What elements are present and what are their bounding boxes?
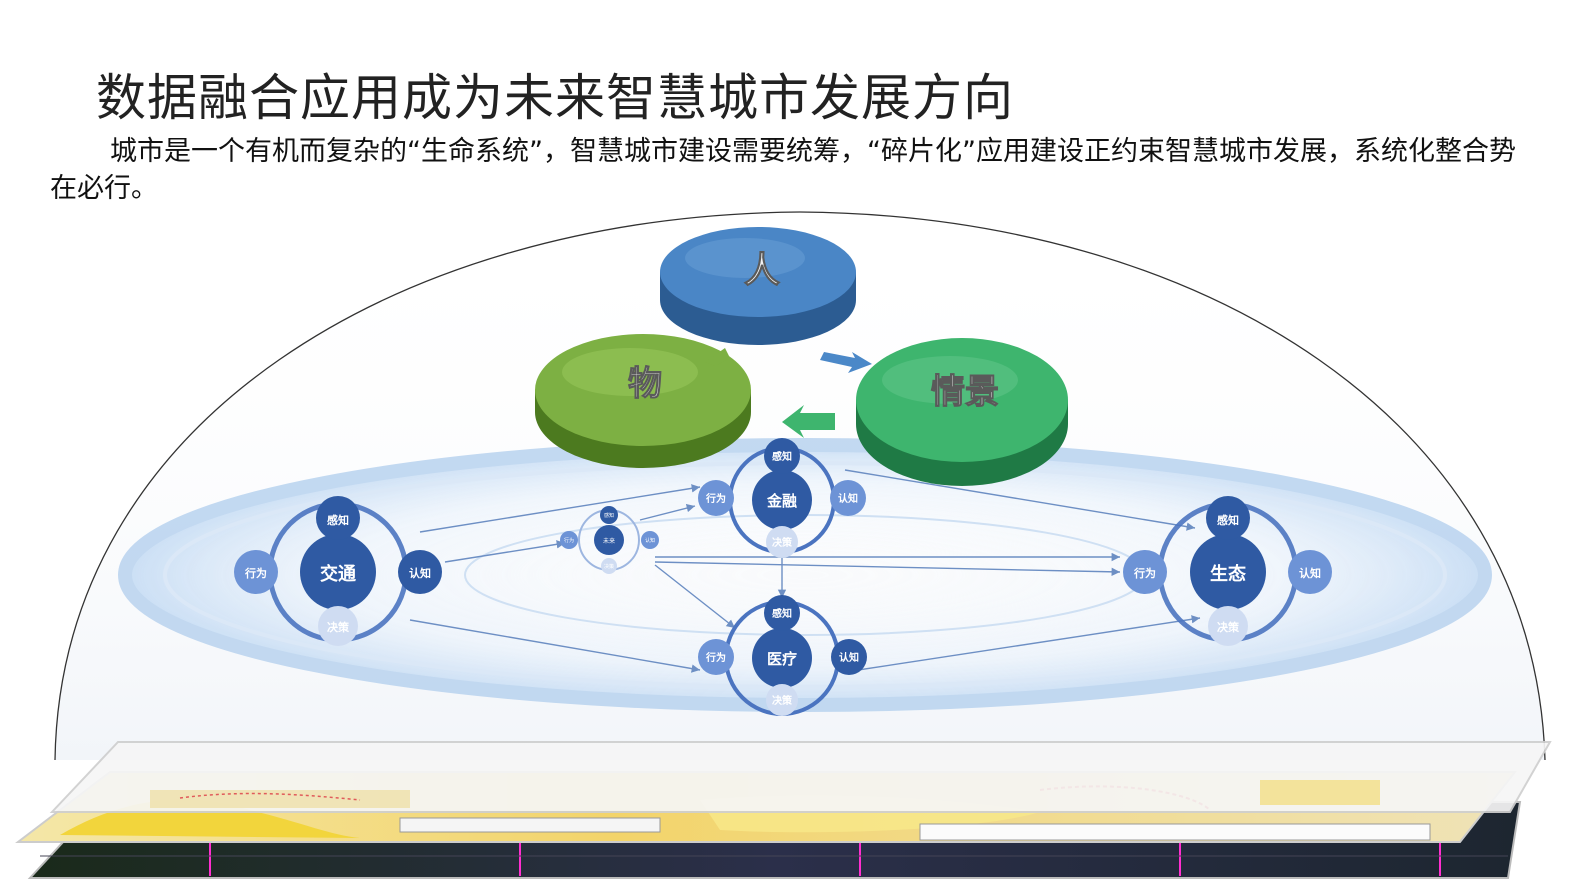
cluster-traffic-center [300, 534, 376, 610]
cluster-medical-center [752, 628, 812, 688]
cluster-medical-decide: 决策 [772, 694, 793, 707]
cluster-small-center-label: 未来 [603, 537, 615, 545]
node-scene-label: 情景 [931, 372, 999, 412]
arrow-thing-to-person [705, 348, 730, 366]
map-layers [15, 741, 1552, 879]
cluster-finance-center-label: 金融 [766, 492, 797, 510]
cluster-ecology-cognize: 认知 [1299, 566, 1321, 580]
cluster-small: 未来 感知 认知 决策 行为 [560, 506, 659, 574]
page-title: 数据融合应用成为未来智慧城市发展方向 [96, 69, 1014, 127]
cluster-small-center [594, 525, 624, 555]
cluster-traffic-decide: 决策 [327, 620, 350, 634]
cluster-ecology-center-label: 生态 [1210, 563, 1246, 585]
cluster-medical-center-label: 医疗 [767, 650, 797, 668]
cluster-small-perceive: 感知 [604, 512, 614, 519]
cluster-ecology-perceive: 感知 [1217, 513, 1239, 527]
node-person: 人 [660, 227, 856, 345]
cluster-finance: 金融 感知 认知 决策 行为 [698, 438, 866, 558]
cluster-finance-center [752, 470, 812, 530]
page-subtitle: 城市是一个有机而复杂的“生命系统”，智慧城市建设需要统筹，“碎片化”应用建设正约… [50, 136, 1516, 204]
cluster-small-act: 行为 [564, 537, 574, 544]
cluster-ecology-center [1190, 534, 1266, 610]
node-person-label: 人 [744, 250, 780, 291]
cluster-small-cognize: 认知 [645, 537, 655, 544]
arrow-person-to-scene [820, 352, 872, 373]
cluster-traffic: 交通 感知 认知 决策 行为 [234, 496, 442, 646]
cluster-medical: 医疗 感知 认知 决策 行为 [698, 595, 867, 716]
cluster-traffic-cognize: 认知 [409, 566, 431, 580]
cluster-medical-act: 行为 [705, 651, 726, 664]
cluster-medical-cognize: 认知 [839, 651, 859, 664]
cluster-traffic-perceive: 感知 [327, 513, 349, 527]
cluster-ecology-decide: 决策 [1217, 620, 1240, 634]
cluster-traffic-act: 行为 [244, 566, 267, 580]
node-thing-label: 物 [628, 364, 662, 404]
cluster-traffic-center-label: 交通 [320, 563, 356, 585]
cluster-ecology: 生态 感知 认知 决策 行为 [1123, 496, 1332, 646]
cluster-finance-decide: 决策 [772, 536, 793, 549]
cluster-finance-cognize: 认知 [838, 492, 858, 505]
node-scene: 情景 [856, 338, 1068, 486]
node-thing: 物 [535, 334, 751, 468]
cluster-finance-act: 行为 [705, 492, 726, 505]
arrow-scene-to-thing [782, 405, 835, 438]
cluster-ecology-act: 行为 [1133, 566, 1156, 580]
cluster-finance-perceive: 感知 [772, 450, 792, 463]
platform-ellipse [118, 438, 1492, 712]
map-layer-top [49, 741, 1552, 813]
cluster-medical-perceive: 感知 [772, 607, 792, 620]
cluster-small-decide: 决策 [604, 563, 614, 570]
